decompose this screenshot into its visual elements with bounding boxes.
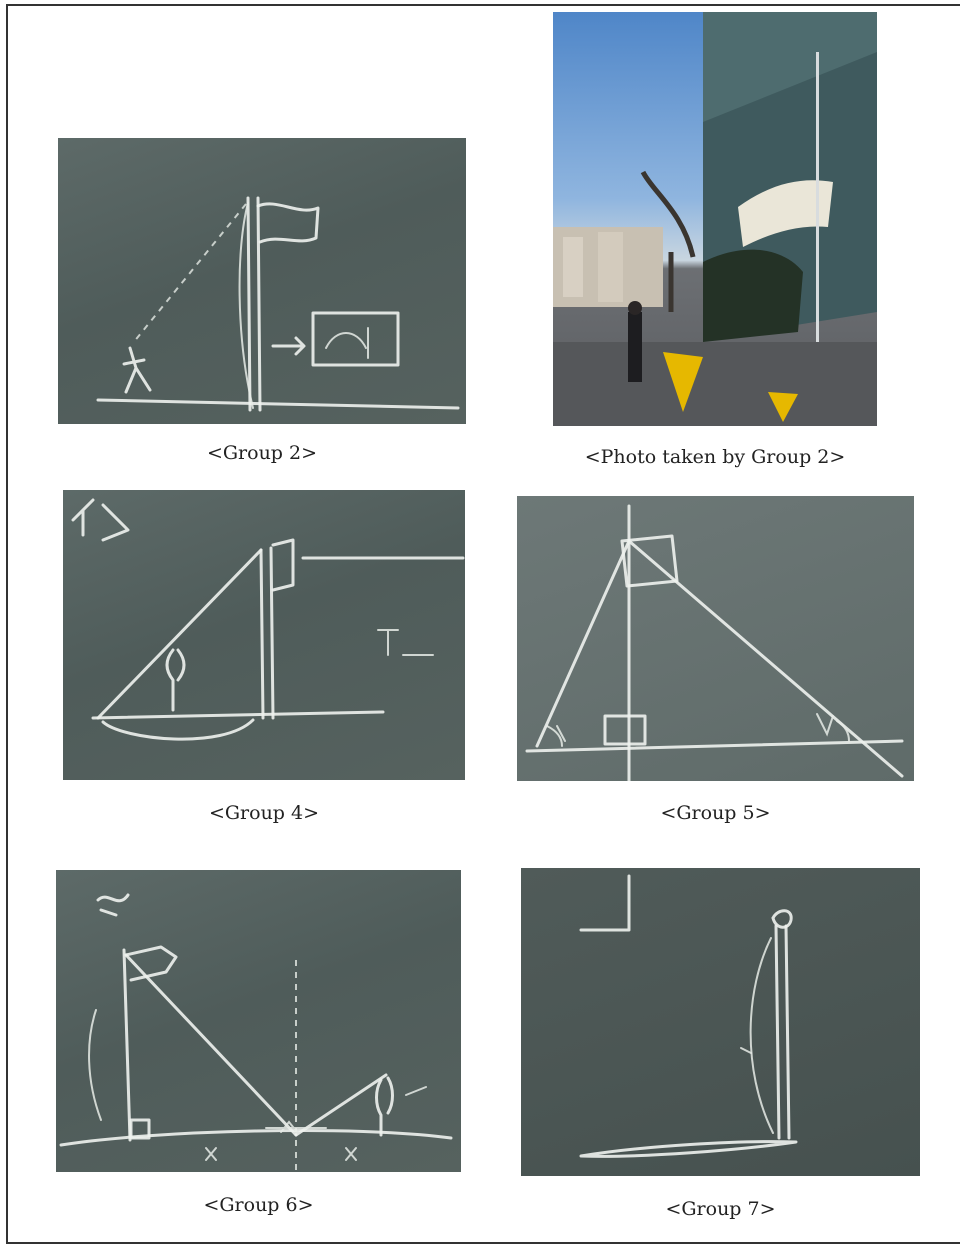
group2-drawing: [96, 196, 460, 412]
photo-group2-caption: <Photo taken by Group 2>: [584, 446, 846, 468]
group4-drawing: [71, 498, 465, 741]
group5-chalkboard-photo: [517, 496, 914, 781]
group2-outdoor-photo: [553, 12, 877, 426]
group6-chalkboard-photo: [56, 870, 461, 1172]
group6-drawing: [59, 893, 453, 1170]
group4-caption: <Group 4>: [208, 802, 320, 824]
group2-caption: <Group 2>: [206, 442, 318, 464]
group6-caption: <Group 6>: [203, 1194, 314, 1216]
group4-chalkboard-photo: [63, 490, 465, 780]
group2-chalkboard-photo: [58, 138, 466, 424]
group7-drawing: [579, 874, 798, 1158]
group5-drawing: [525, 504, 904, 781]
group5-caption: <Group 5>: [660, 802, 771, 824]
group7-caption: <Group 7>: [665, 1198, 776, 1220]
group7-chalkboard-photo: [521, 868, 920, 1176]
photo-scene: [553, 12, 877, 426]
